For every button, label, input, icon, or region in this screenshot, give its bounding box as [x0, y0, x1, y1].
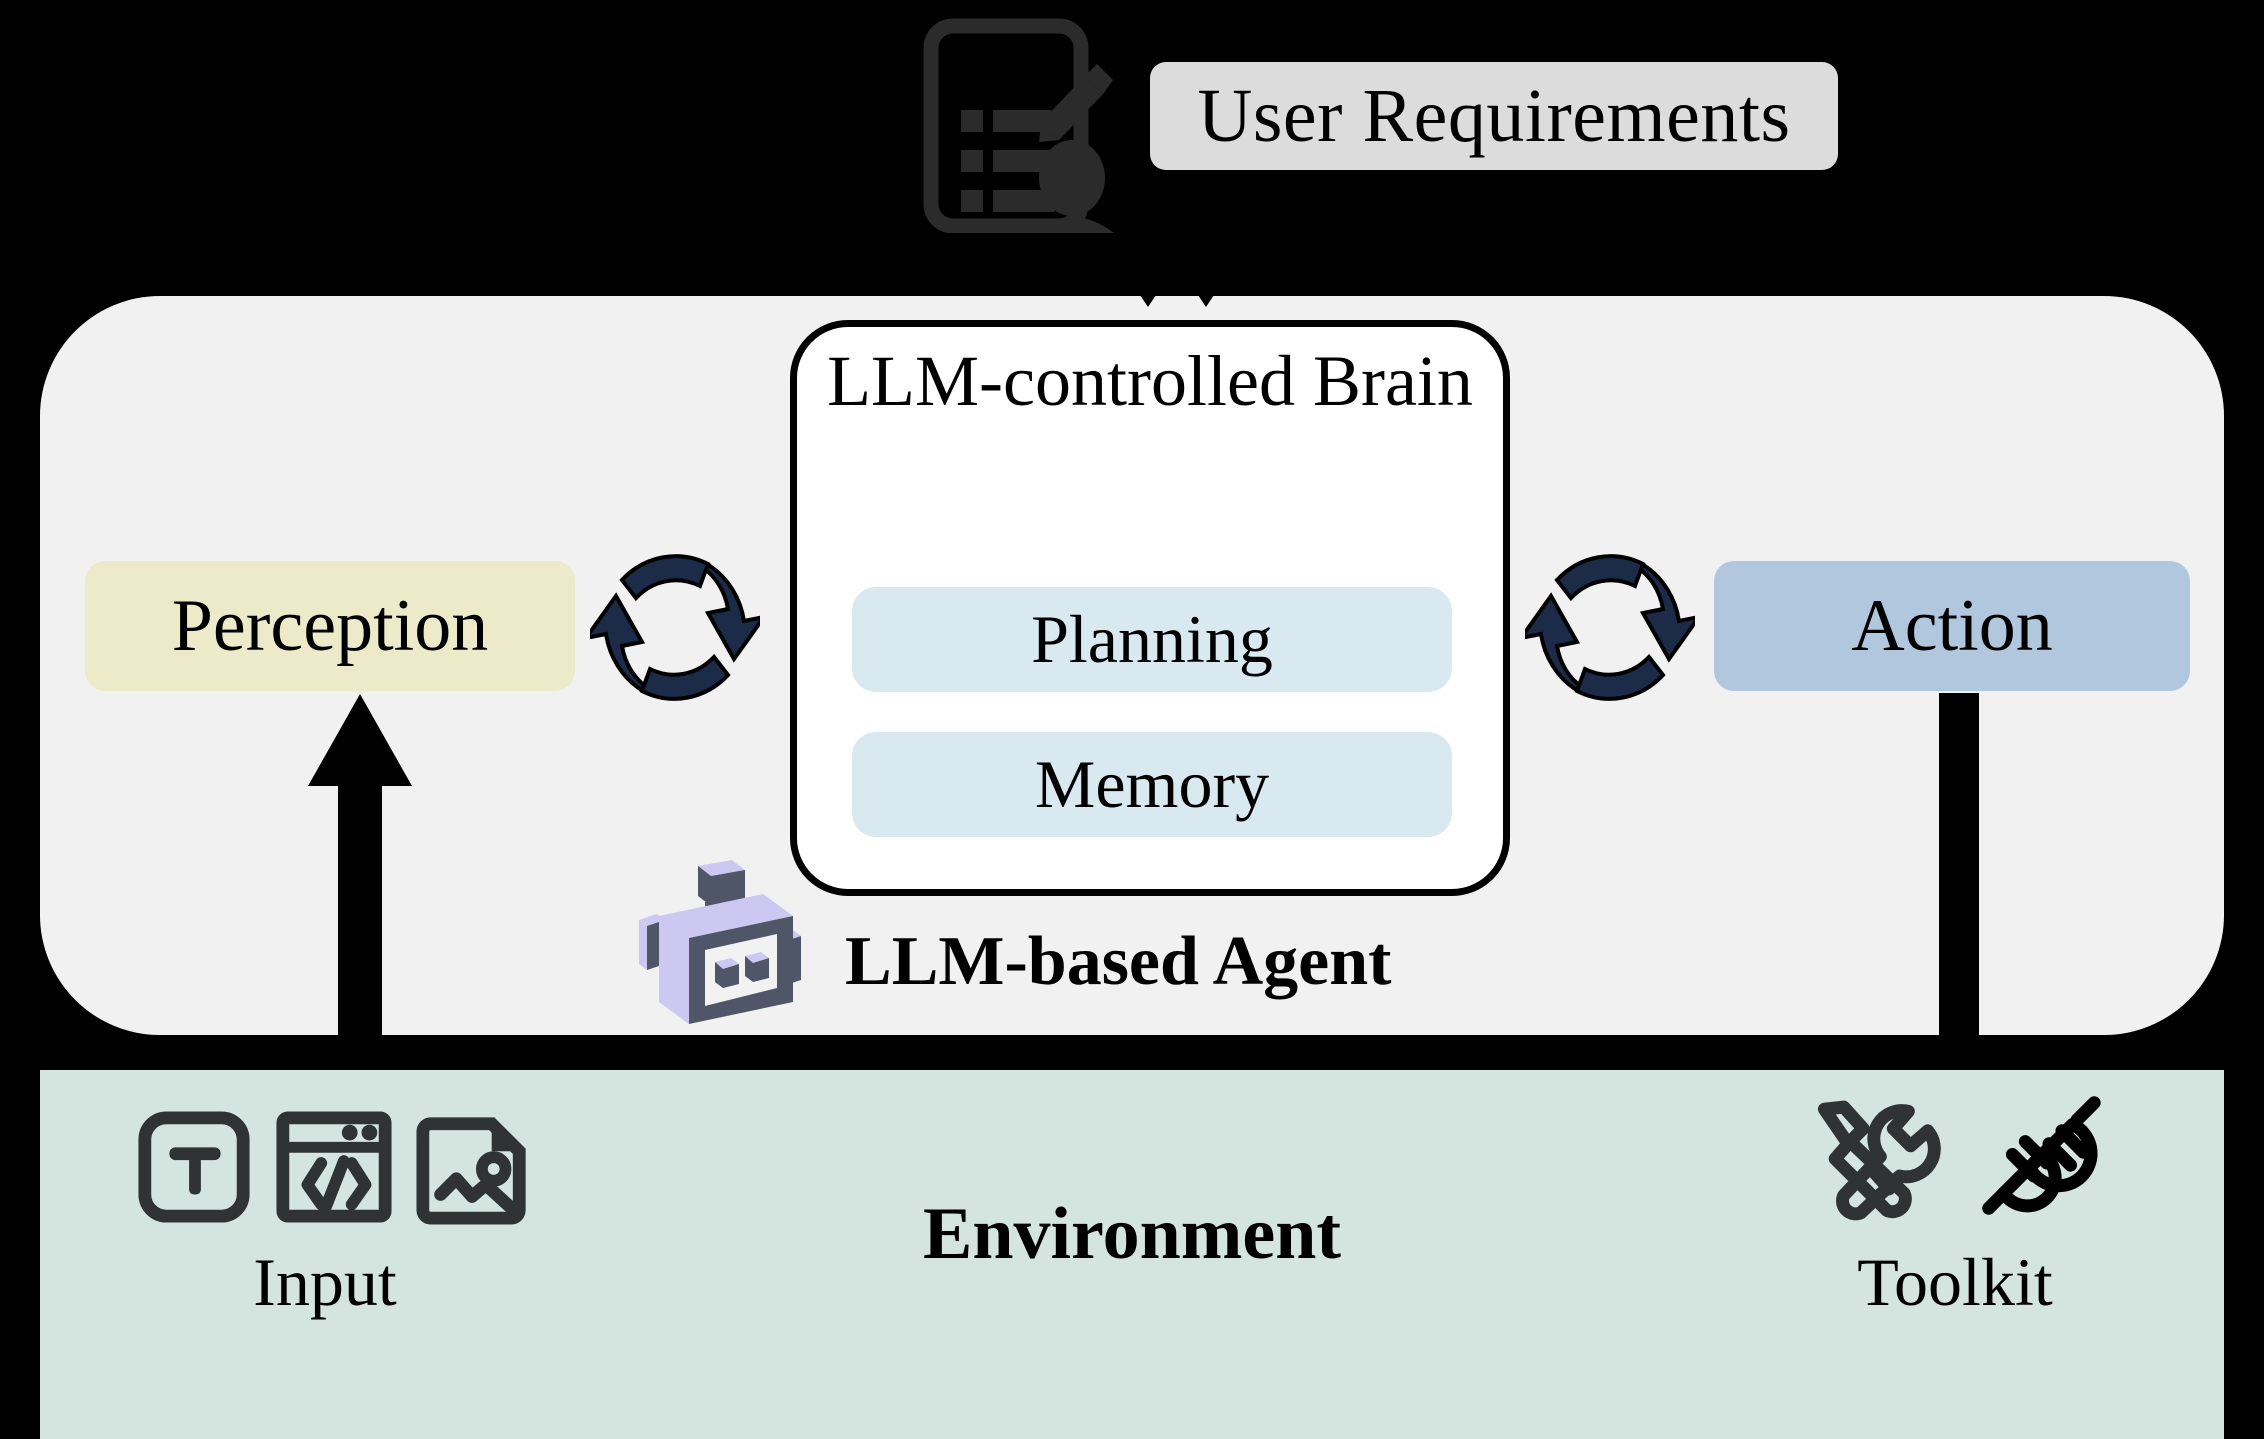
requirements-to-brain-arrow-right — [1178, 265, 1234, 307]
user-requirements-label: User Requirements — [1150, 62, 1838, 170]
toolkit-icon-row — [1745, 1092, 2165, 1237]
action-box[interactable]: Action — [1714, 561, 2190, 691]
requirements-document-icon — [917, 18, 1137, 234]
brain-module-memory[interactable]: Memory — [852, 732, 1452, 837]
refresh-cycle-icon — [1516, 540, 1704, 715]
code-window-icon — [275, 1108, 393, 1231]
requirements-to-brain-arrow-left — [1120, 265, 1176, 307]
plug-connector-icon — [1965, 1092, 2105, 1237]
toolkit-label: Toolkit — [1857, 1244, 2053, 1320]
screwdriver-wrench-icon — [1805, 1092, 1945, 1237]
text-input-icon — [135, 1108, 253, 1231]
llm-based-agent-label: LLM-based Agent — [845, 923, 1392, 1000]
llm-controlled-brain-box: LLM-controlled Brain Planning Memory — [790, 320, 1510, 896]
input-group: Input — [135, 1108, 655, 1322]
brain-title: LLM-controlled Brain — [827, 341, 1473, 421]
perception-box[interactable]: Perception — [85, 561, 575, 691]
input-icon-row — [135, 1108, 655, 1231]
input-label: Input — [253, 1244, 397, 1320]
environment-to-perception-arrow — [290, 694, 430, 1084]
environment-panel: Environment — [40, 1070, 2224, 1439]
environment-label: Environment — [922, 1193, 1342, 1275]
refresh-cycle-icon — [581, 540, 769, 715]
image-file-icon — [415, 1108, 533, 1231]
brain-module-planning[interactable]: Planning — [852, 587, 1452, 692]
toolkit-group: Toolkit — [1745, 1092, 2165, 1322]
action-to-environment-arrow — [1905, 693, 2015, 1088]
robot-icon — [635, 858, 805, 1028]
